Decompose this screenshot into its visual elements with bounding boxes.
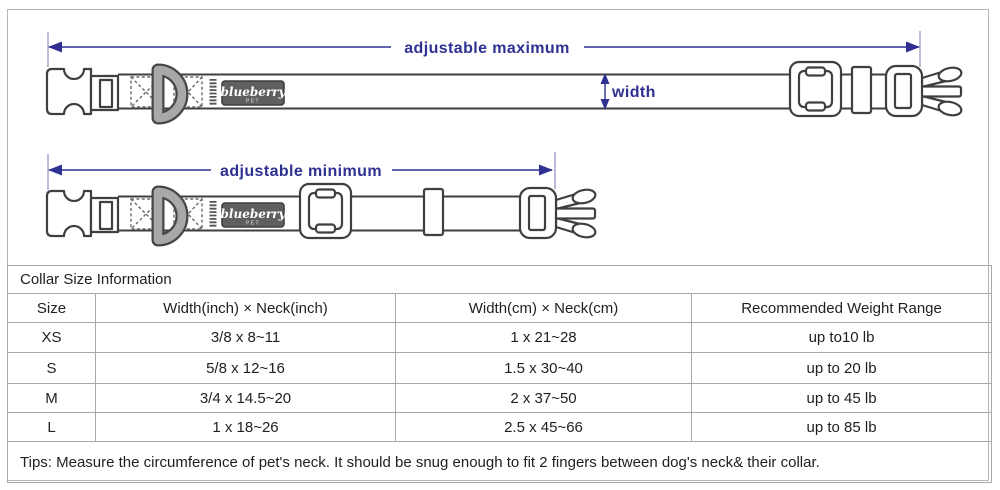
table-row: M 3/4 x 14.5~20 2 x 37~50 up to 45 lb xyxy=(7,383,993,413)
cell-weight: up to 20 lb xyxy=(690,352,993,384)
female-buckle-assembly: blueberry PET xyxy=(45,63,287,125)
tri-glide-slider xyxy=(788,60,843,118)
cell-cm: 1.5 x 30~40 xyxy=(395,352,692,384)
cell-cm: 1 x 21~28 xyxy=(395,322,692,353)
cell-cm: 2.5 x 45~66 xyxy=(395,412,692,442)
brand-label xyxy=(221,80,285,106)
width-label: width xyxy=(611,84,656,101)
table-row: S 5/8 x 12~16 1.5 x 30~40 up to 20 lb xyxy=(7,352,993,384)
table-title: Collar Size Information xyxy=(6,265,993,294)
cell-inch: 5/8 x 12~16 xyxy=(95,352,396,384)
table-row: L 1 x 18~26 2.5 x 45~66 up to 85 lb xyxy=(7,412,993,442)
buckle-slot-inner xyxy=(98,78,114,109)
arrowhead-right-icon xyxy=(906,41,920,53)
female-buckle xyxy=(45,67,93,116)
arrowhead-left-icon xyxy=(48,41,62,53)
brand-label-sub: PET xyxy=(246,99,260,105)
cell-weight: up to 85 lb xyxy=(690,412,993,442)
male-buckle xyxy=(884,64,963,118)
col-header-cm: Width(cm) × Neck(cm) xyxy=(395,293,692,323)
collar-min-illustration xyxy=(47,182,598,240)
cell-size: XS xyxy=(7,322,96,353)
arrowhead-up-icon xyxy=(600,73,610,84)
max-dimension: adjustable maximum xyxy=(47,31,921,67)
max-label: adjustable maximum xyxy=(404,40,569,57)
d-ring-fill xyxy=(153,65,187,123)
collar-diagram: blueberry PET xyxy=(0,31,963,265)
col-header-inch: Width(inch) × Neck(inch) xyxy=(95,293,396,323)
cell-size: S xyxy=(7,352,96,384)
col-header-weight: Recommended Weight Range xyxy=(690,293,993,323)
tips-note: Tips: Measure the circumference of pet's… xyxy=(6,441,993,483)
cell-inch: 3/8 x 8~11 xyxy=(95,322,396,353)
min-label: adjustable minimum xyxy=(220,163,382,180)
strap-keeper xyxy=(850,65,873,115)
cell-inch: 1 x 18~26 xyxy=(95,412,396,442)
cell-size: L xyxy=(7,412,96,442)
col-header-size: Size xyxy=(7,293,96,323)
cell-cm: 2 x 37~50 xyxy=(395,383,692,413)
arrowhead-right-icon xyxy=(539,164,553,176)
table-row: XS 3/8 x 8~11 1 x 21~28 up to10 lb xyxy=(7,322,993,353)
brand-label-text: blueberry xyxy=(221,85,287,99)
arrowhead-left-icon xyxy=(48,164,62,176)
cell-weight: up to10 lb xyxy=(690,322,993,353)
width-dimension: width xyxy=(600,73,656,110)
size-table: Collar Size Information Size Width(inch)… xyxy=(6,265,993,483)
table-header-row: Size Width(inch) × Neck(inch) Width(cm) … xyxy=(7,293,993,323)
cell-inch: 3/4 x 14.5~20 xyxy=(95,383,396,413)
arrowhead-down-icon xyxy=(600,99,610,110)
min-dimension: adjustable minimum xyxy=(47,152,556,190)
collar-max-illustration: blueberry PET xyxy=(45,60,963,125)
cell-size: M xyxy=(7,383,96,413)
cell-weight: up to 45 lb xyxy=(690,383,993,413)
